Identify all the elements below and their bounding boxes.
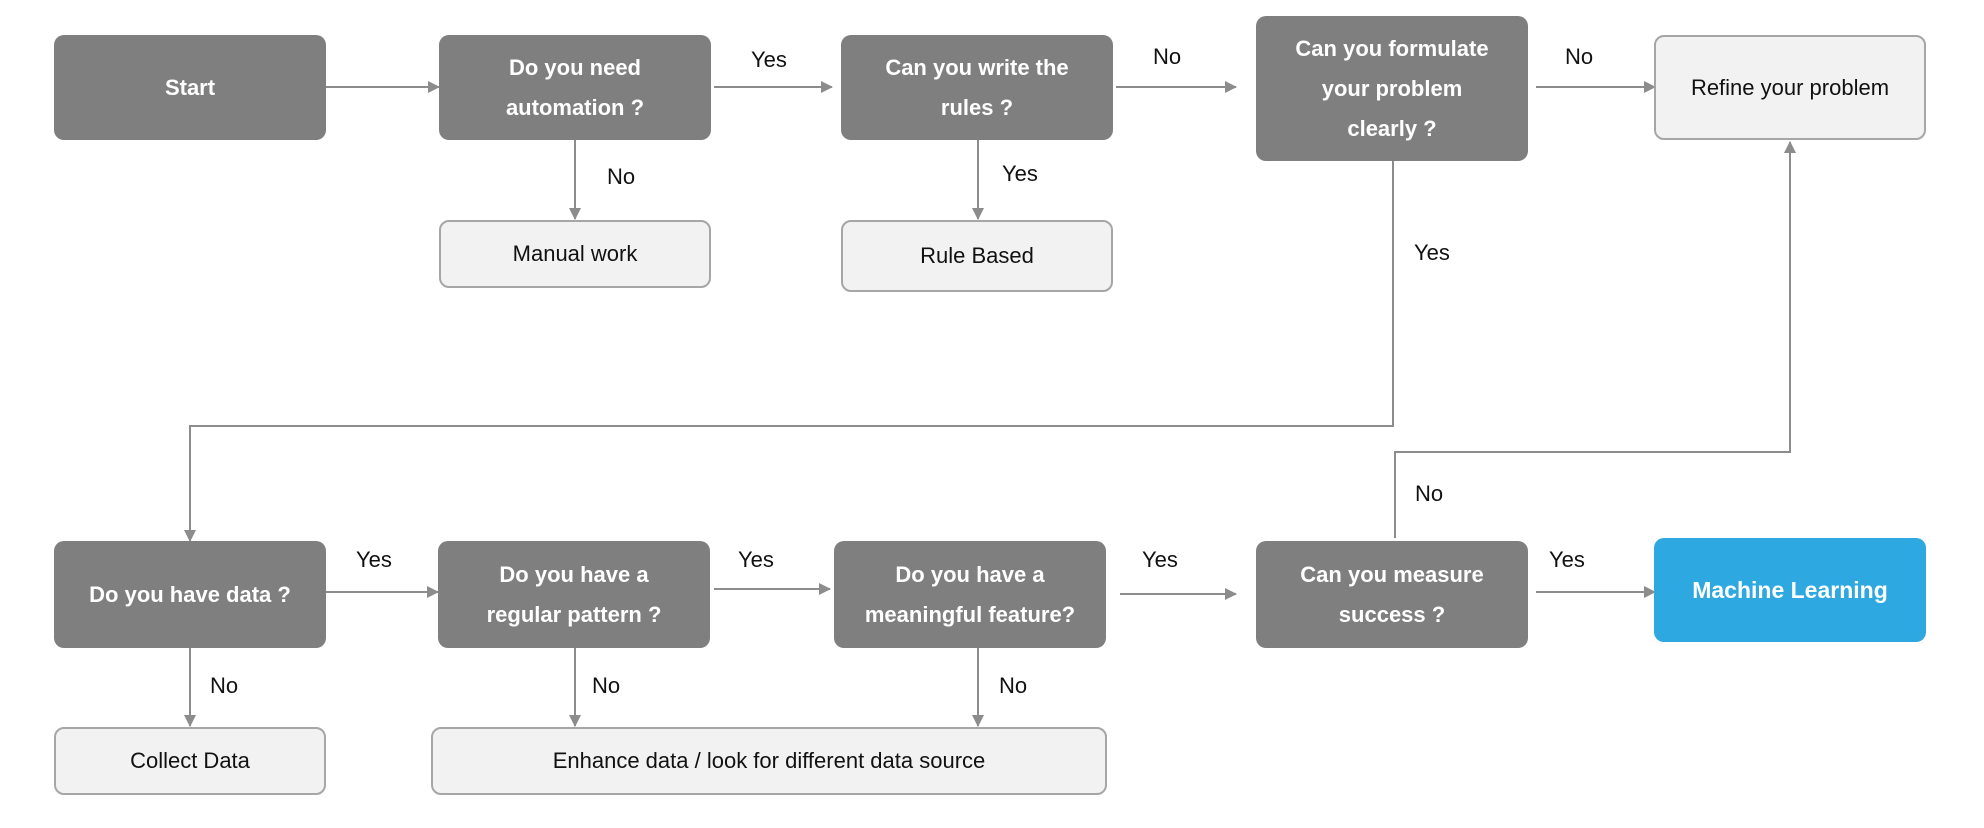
refine-problem-node: Refine your problem xyxy=(1654,35,1926,140)
edge-label-rules-no: No xyxy=(1153,44,1182,69)
need-automation-node: Do you need automation ? xyxy=(439,35,711,140)
measure-success-label: Can you measure success ? xyxy=(1300,561,1484,627)
rule-based-label: Rule Based xyxy=(920,243,1034,268)
regular-pattern-node: Do you have a regular pattern ? xyxy=(438,541,710,648)
formulate-problem-label: Can you formulate your problem clearly ? xyxy=(1295,35,1489,141)
have-data-label: Do you have data ? xyxy=(89,581,291,607)
start-node: Start xyxy=(54,35,326,140)
collect-data-node: Collect Data xyxy=(54,727,326,795)
edge-label-automation-no: No xyxy=(607,164,636,189)
edge-label-pattern-no: No xyxy=(592,673,621,698)
write-rules-label: Can you write the rules ? xyxy=(885,54,1069,120)
edge-label-data-yes: Yes xyxy=(356,547,392,572)
edge-label-feature-yes: Yes xyxy=(1142,547,1178,572)
edge-label-automation-yes: Yes xyxy=(751,47,787,72)
regular-pattern-label: Do you have a regular pattern ? xyxy=(486,561,662,627)
manual-work-node: Manual work xyxy=(439,220,711,288)
manual-work-label: Manual work xyxy=(512,241,638,266)
edge-label-formulate-yes: Yes xyxy=(1414,240,1450,265)
enhance-data-label: Enhance data / look for different data s… xyxy=(552,748,986,773)
edge-label-feature-no: No xyxy=(999,673,1028,698)
start-label: Start xyxy=(164,74,216,100)
refine-problem-label: Refine your problem xyxy=(1690,74,1890,100)
meaningful-feature-label: Do you have a meaningful feature? xyxy=(864,561,1076,627)
rule-based-node: Rule Based xyxy=(841,220,1113,292)
have-data-node: Do you have data ? xyxy=(54,541,326,648)
meaningful-feature-node: Do you have a meaningful feature? xyxy=(834,541,1106,648)
edge-label-rules-yes: Yes xyxy=(1002,161,1038,186)
arrow-formulate-to-data xyxy=(184,161,1394,542)
measure-success-node: Can you measure success ? xyxy=(1256,541,1528,648)
edge-label-measure-yes: Yes xyxy=(1549,547,1585,572)
machine-learning-label: Machine Learning xyxy=(1692,576,1888,603)
edge-label-formulate-no: No xyxy=(1565,44,1594,69)
edge-label-pattern-yes: Yes xyxy=(738,547,774,572)
arrow-measure-to-refine xyxy=(1394,141,1796,538)
collect-data-label: Collect Data xyxy=(130,748,250,773)
machine-learning-node: Machine Learning xyxy=(1654,538,1926,642)
enhance-data-node: Enhance data / look for different data s… xyxy=(431,727,1107,795)
edge-label-data-no: No xyxy=(210,673,239,698)
edge-label-measure-no: No xyxy=(1415,481,1444,506)
need-automation-label: Do you need automation ? xyxy=(505,54,645,120)
write-rules-node: Can you write the rules ? xyxy=(841,35,1113,140)
formulate-problem-node: Can you formulate your problem clearly ? xyxy=(1256,16,1528,161)
